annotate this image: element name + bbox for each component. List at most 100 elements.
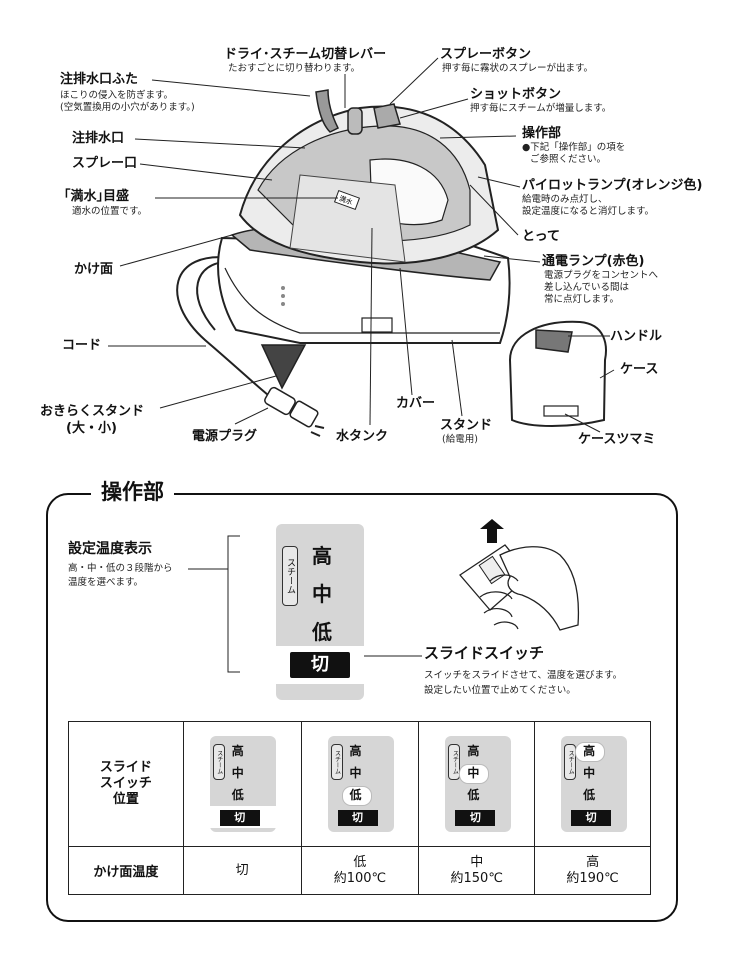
mini-temp-indicator: スチーム高中低切	[445, 736, 512, 832]
mini-temp-indicator: スチーム高中低切	[561, 736, 628, 832]
table-row: かけ面温度 切 低約100℃ 中約150℃ 高約190℃	[68, 846, 651, 895]
slide-switch-sub-1: スイッチをスライドさせて、温度を選びます。	[424, 670, 623, 681]
temp-cell-line1: 切	[235, 862, 249, 878]
row-header-line: スライド	[99, 760, 152, 775]
slide-switch-off[interactable]: 切	[290, 652, 350, 678]
shot-button-label: ショットボタン	[470, 87, 562, 102]
plug-label: 電源プラグ	[192, 429, 258, 444]
pilot-lamp-label: パイロットランプ(オレンジ色)	[522, 178, 703, 193]
power-lamp-sub-2: 差し込んでいる間は	[544, 282, 630, 293]
water-cap-label: 注排水口ふた	[60, 72, 139, 87]
grip-label: とって	[522, 229, 560, 244]
slide-switch-title: スライドスイッチ	[424, 644, 545, 662]
up-arrow-icon	[480, 519, 504, 543]
switch-cell-off: スチーム高中低切	[182, 721, 302, 847]
temp-cell: 低約100℃	[300, 846, 420, 895]
level-low: 低	[312, 620, 332, 644]
switch-cell-mid: スチーム高中低切	[418, 721, 536, 847]
storage-case-shape	[508, 320, 607, 427]
steam-range-marker: スチーム	[282, 546, 298, 606]
level-low: 低	[231, 788, 244, 802]
selected-level-highlight	[341, 786, 372, 806]
steam-range-marker: スチーム	[448, 744, 461, 780]
temp-cell: 切	[182, 846, 302, 895]
spray-nozzle-label: スプレー口	[72, 156, 138, 171]
steam-range-marker: スチーム	[212, 744, 225, 780]
selected-level-highlight	[459, 764, 490, 784]
temp-display-title: 設定温度表示	[68, 541, 152, 557]
leader-lines	[108, 57, 615, 433]
temp-cell-line2: 約190℃	[566, 870, 619, 886]
row-header-surface-temp: かけ面温度	[68, 846, 184, 895]
okiraku-stand-size: (大・小)	[66, 421, 117, 436]
iron-body-shape	[238, 105, 500, 265]
full-mark-label: ｢満水｣目盛	[64, 189, 130, 204]
steam-range-marker: スチーム	[330, 744, 343, 780]
temp-display-sub-1: 高・中・低の３段階から	[68, 563, 173, 574]
level-mid: 中	[583, 766, 596, 780]
control-label: 操作部	[522, 126, 562, 141]
tank-label: 水タンク	[336, 429, 389, 444]
pilot-lamp-sub-2: 設定温度になると消灯します。	[522, 206, 655, 217]
row-header-line: 位置	[112, 792, 139, 807]
level-high: 高	[349, 744, 362, 758]
mini-temp-indicator: スチーム高中低切	[209, 736, 276, 832]
control-section-frame	[46, 493, 678, 922]
temperature-table: スライド スイッチ 位置 スチーム高中低切 スチーム高中低切 スチーム高中低切 …	[68, 721, 651, 895]
stand-label: スタンド	[440, 418, 493, 433]
temp-cell-line1: 高	[586, 854, 600, 870]
level-low: 低	[583, 788, 596, 802]
row-header-line: スイッチ	[99, 776, 152, 791]
selected-level-highlight	[575, 742, 606, 762]
power-lamp-sub-1: 電源プラグをコンセントへ	[544, 270, 659, 281]
mini-switch-off: 切	[455, 810, 496, 826]
full-mark-tag	[333, 189, 361, 211]
temp-cell-line1: 低	[353, 854, 367, 870]
control-section-title: 操作部	[91, 478, 174, 506]
control-sub-1: ●下記「操作部」の項を	[522, 142, 626, 153]
cover-label: カバー	[396, 396, 436, 411]
power-lamp-label: 通電ランプ(赤色)	[542, 254, 645, 269]
water-cap-sub-1: ほこりの侵入を防ぎます。	[60, 90, 174, 101]
temp-indicator-panel: スチーム 高 中 低 切	[276, 524, 364, 700]
level-high: 高	[231, 744, 244, 758]
temp-cell: 高約190℃	[534, 846, 651, 895]
okiraku-stand-label: おきらくスタンド	[40, 404, 145, 419]
pilot-lamp-sub-1: 給電時のみ点灯し、	[522, 194, 608, 205]
hand-sliding-illustration	[459, 519, 580, 631]
temp-cell-line2: 約100℃	[333, 870, 387, 886]
mini-switch-off: 切	[571, 810, 612, 826]
slide-switch-leader	[364, 655, 422, 657]
temp-cell-line2: 約150℃	[450, 870, 503, 886]
case-knob-label: ケースツマミ	[578, 432, 656, 447]
control-sub-2: ご参照ください。	[530, 154, 607, 165]
mini-switch-off: 切	[219, 810, 260, 826]
mini-switch-off: 切	[337, 810, 378, 826]
level-mid: 中	[312, 582, 332, 606]
level-mid: 中	[349, 766, 362, 780]
soleplate-label: かけ面	[74, 262, 114, 277]
cord-label: コード	[62, 338, 102, 353]
temp-cell: 中約150℃	[418, 846, 536, 895]
stand-sub: (給電用)	[442, 434, 478, 445]
level-high: 高	[467, 744, 480, 758]
lever-sub: たおすごとに切り替わります。	[228, 63, 361, 74]
water-cap-sub-2: (空気置換用の小穴があります。)	[60, 102, 195, 113]
lever-shape	[315, 89, 401, 135]
water-inlet-label: 注排水口	[72, 131, 125, 146]
bracket	[188, 535, 240, 673]
spray-button-label: スプレーボタン	[440, 47, 532, 62]
mini-temp-indicator: スチーム高中低切	[327, 736, 394, 832]
spray-button-sub: 押す毎に霧状のスプレーが出ます。	[442, 63, 594, 74]
level-high: 高	[312, 544, 332, 568]
iron-diagram: 満水	[108, 57, 615, 437]
lever-label: ドライ･スチーム切替レバー	[224, 47, 387, 62]
okiraku-stand-shape	[260, 344, 307, 390]
level-mid: 中	[467, 766, 480, 780]
row-header-switch-position: スライド スイッチ 位置	[68, 721, 184, 847]
slide-switch-sub-2: 設定したい位置で止めてください。	[424, 685, 576, 696]
power-plug-shape	[264, 386, 325, 437]
level-low: 低	[467, 788, 480, 802]
steam-range-marker: スチーム	[564, 744, 577, 780]
temp-cell-line1: 中	[470, 854, 484, 870]
